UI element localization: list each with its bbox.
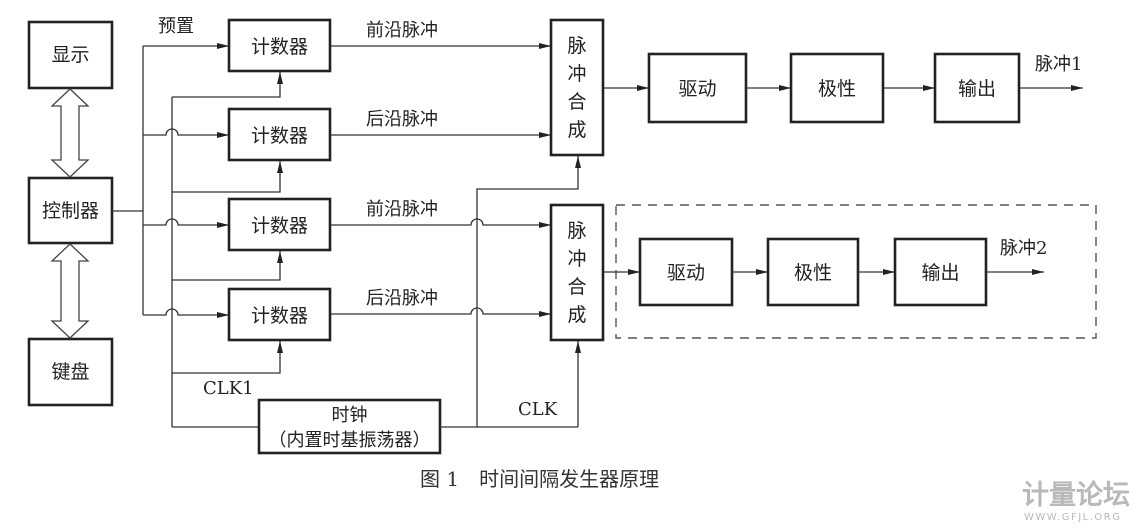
trailing-pulse-label-2: 后沿脉冲 (366, 288, 438, 309)
preset-bus (112, 43, 229, 318)
pulse-synth-char: 脉 (567, 35, 586, 57)
drive-block-1 (647, 52, 748, 124)
pulse-synth-char: 成 (567, 304, 586, 326)
pulse-2-label: 脉冲2 (1000, 238, 1047, 259)
counter-3-output-wire (330, 218, 551, 228)
controller-block: 控制器 (27, 176, 114, 245)
figure-caption: 图 1 时间间隔发生器原理 (420, 467, 659, 491)
polarity-block-1 (789, 52, 885, 124)
trailing-pulse-label-1: 后沿脉冲 (366, 109, 438, 130)
watermark-url: WWW.GFJL.ORG (1024, 512, 1121, 523)
leading-pulse-label-2: 前沿脉冲 (366, 199, 438, 220)
clock-block: 时钟 （内置时基振荡器） (257, 398, 442, 455)
counter-label: 计数器 (251, 36, 308, 58)
counter-2: 计数器 (227, 107, 332, 162)
watermark: 计量论坛 WWW.GFJL.ORG (1022, 480, 1130, 523)
display-block: 显示 (27, 20, 114, 90)
display-controller-bus-arrow (50, 88, 90, 178)
clock-label: 时钟 (332, 405, 368, 426)
output-chain-2: 驱动 极性 输出 脉冲2 (603, 237, 1047, 307)
preset-label: 预置 (158, 16, 194, 37)
clk1-label: CLK1 (203, 378, 254, 399)
pulse-synth-char: 冲 (567, 248, 586, 270)
counter-label: 计数器 (251, 305, 308, 327)
keyboard-label: 键盘 (51, 361, 89, 383)
pulse-synth-2: 脉 冲 合 成 (549, 203, 605, 342)
pulse-synth-char: 成 (567, 119, 586, 141)
counter-1: 计数器 (227, 18, 332, 73)
polarity-block-2 (766, 237, 860, 307)
output-chain-1: 驱动 极性 输出 脉冲1 (603, 52, 1083, 124)
counter-4: 计数器 (227, 287, 332, 342)
clk1-bus (171, 72, 283, 428)
watermark-title: 计量论坛 (1022, 480, 1130, 511)
pulse-1-label: 脉冲1 (1035, 54, 1082, 75)
pulse-synth-char: 冲 (567, 63, 586, 85)
counter-3: 计数器 (227, 197, 332, 252)
polarity-label: 极性 (818, 78, 856, 100)
output-label: 输出 (921, 262, 959, 284)
drive-label: 驱动 (667, 262, 705, 284)
drive-block-2 (638, 237, 734, 307)
pulse-synth-char: 合 (567, 91, 586, 113)
counter-label: 计数器 (251, 215, 308, 237)
pulse-synth-1: 脉 冲 合 成 (549, 18, 605, 157)
output-block-2 (893, 237, 988, 307)
keyboard-block: 键盘 (27, 337, 114, 407)
polarity-label: 极性 (794, 262, 832, 284)
display-label: 显示 (51, 44, 89, 66)
clk-bus (440, 156, 581, 428)
drive-label: 驱动 (678, 78, 716, 100)
output-label: 输出 (958, 78, 996, 100)
pulse-synth-char: 脉 (567, 220, 586, 242)
clock-sublabel: （内置时基振荡器） (269, 430, 431, 451)
leading-pulse-label-1: 前沿脉冲 (366, 20, 438, 41)
controller-label: 控制器 (42, 200, 99, 222)
counter-label: 计数器 (251, 125, 308, 147)
counter-4-output-wire (330, 307, 551, 317)
clk-label: CLK (518, 399, 558, 420)
pulse-synth-char: 合 (567, 276, 586, 298)
controller-keyboard-bus-arrow (50, 243, 90, 339)
